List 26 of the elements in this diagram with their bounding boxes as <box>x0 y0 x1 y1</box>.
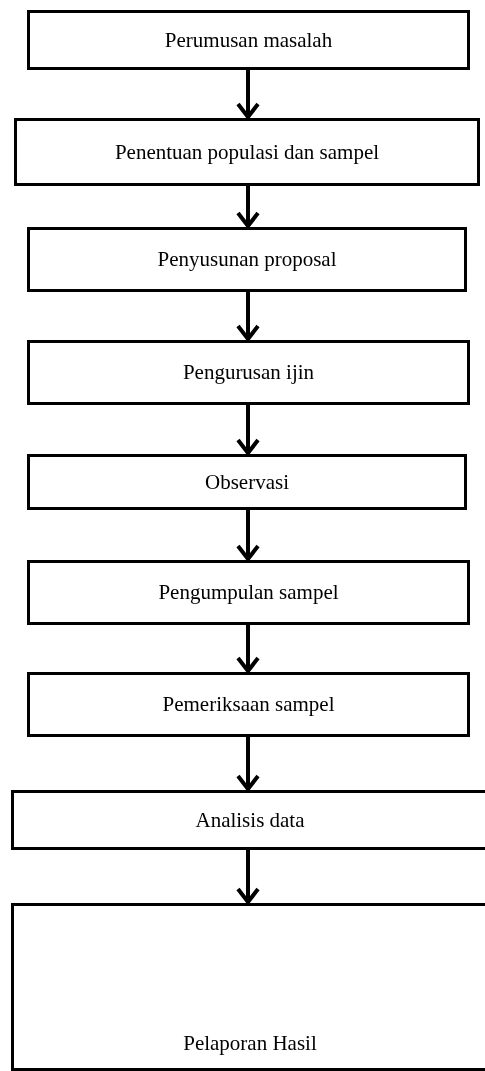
process-box <box>27 340 470 405</box>
arrow <box>236 737 260 791</box>
process-box <box>11 790 485 850</box>
process-box <box>27 227 467 292</box>
process-box <box>27 672 470 737</box>
process-box <box>14 118 480 186</box>
step-label: Pelaporan Hasil <box>183 1031 317 1056</box>
step-label: Penyusunan proposal <box>157 247 337 272</box>
step-label: Penentuan populasi dan sampel <box>114 139 380 165</box>
arrow <box>236 625 260 673</box>
process-box <box>27 10 470 70</box>
step-label: Pemeriksaan sampel <box>162 692 335 717</box>
step-label: Observasi <box>205 469 289 495</box>
step-label: Pengurusan ijin <box>182 360 315 385</box>
step-label: Pengumpulan sampel <box>158 580 339 605</box>
process-box <box>27 560 470 625</box>
arrow <box>236 850 260 904</box>
process-box <box>27 454 467 510</box>
arrow <box>236 405 260 455</box>
step-label: Perumusan masalah <box>164 27 333 53</box>
arrow <box>236 70 260 119</box>
step-label: Analisis data <box>195 807 305 833</box>
arrow <box>236 292 260 341</box>
process-box <box>11 903 485 1071</box>
arrow <box>236 510 260 561</box>
arrow <box>236 186 260 228</box>
